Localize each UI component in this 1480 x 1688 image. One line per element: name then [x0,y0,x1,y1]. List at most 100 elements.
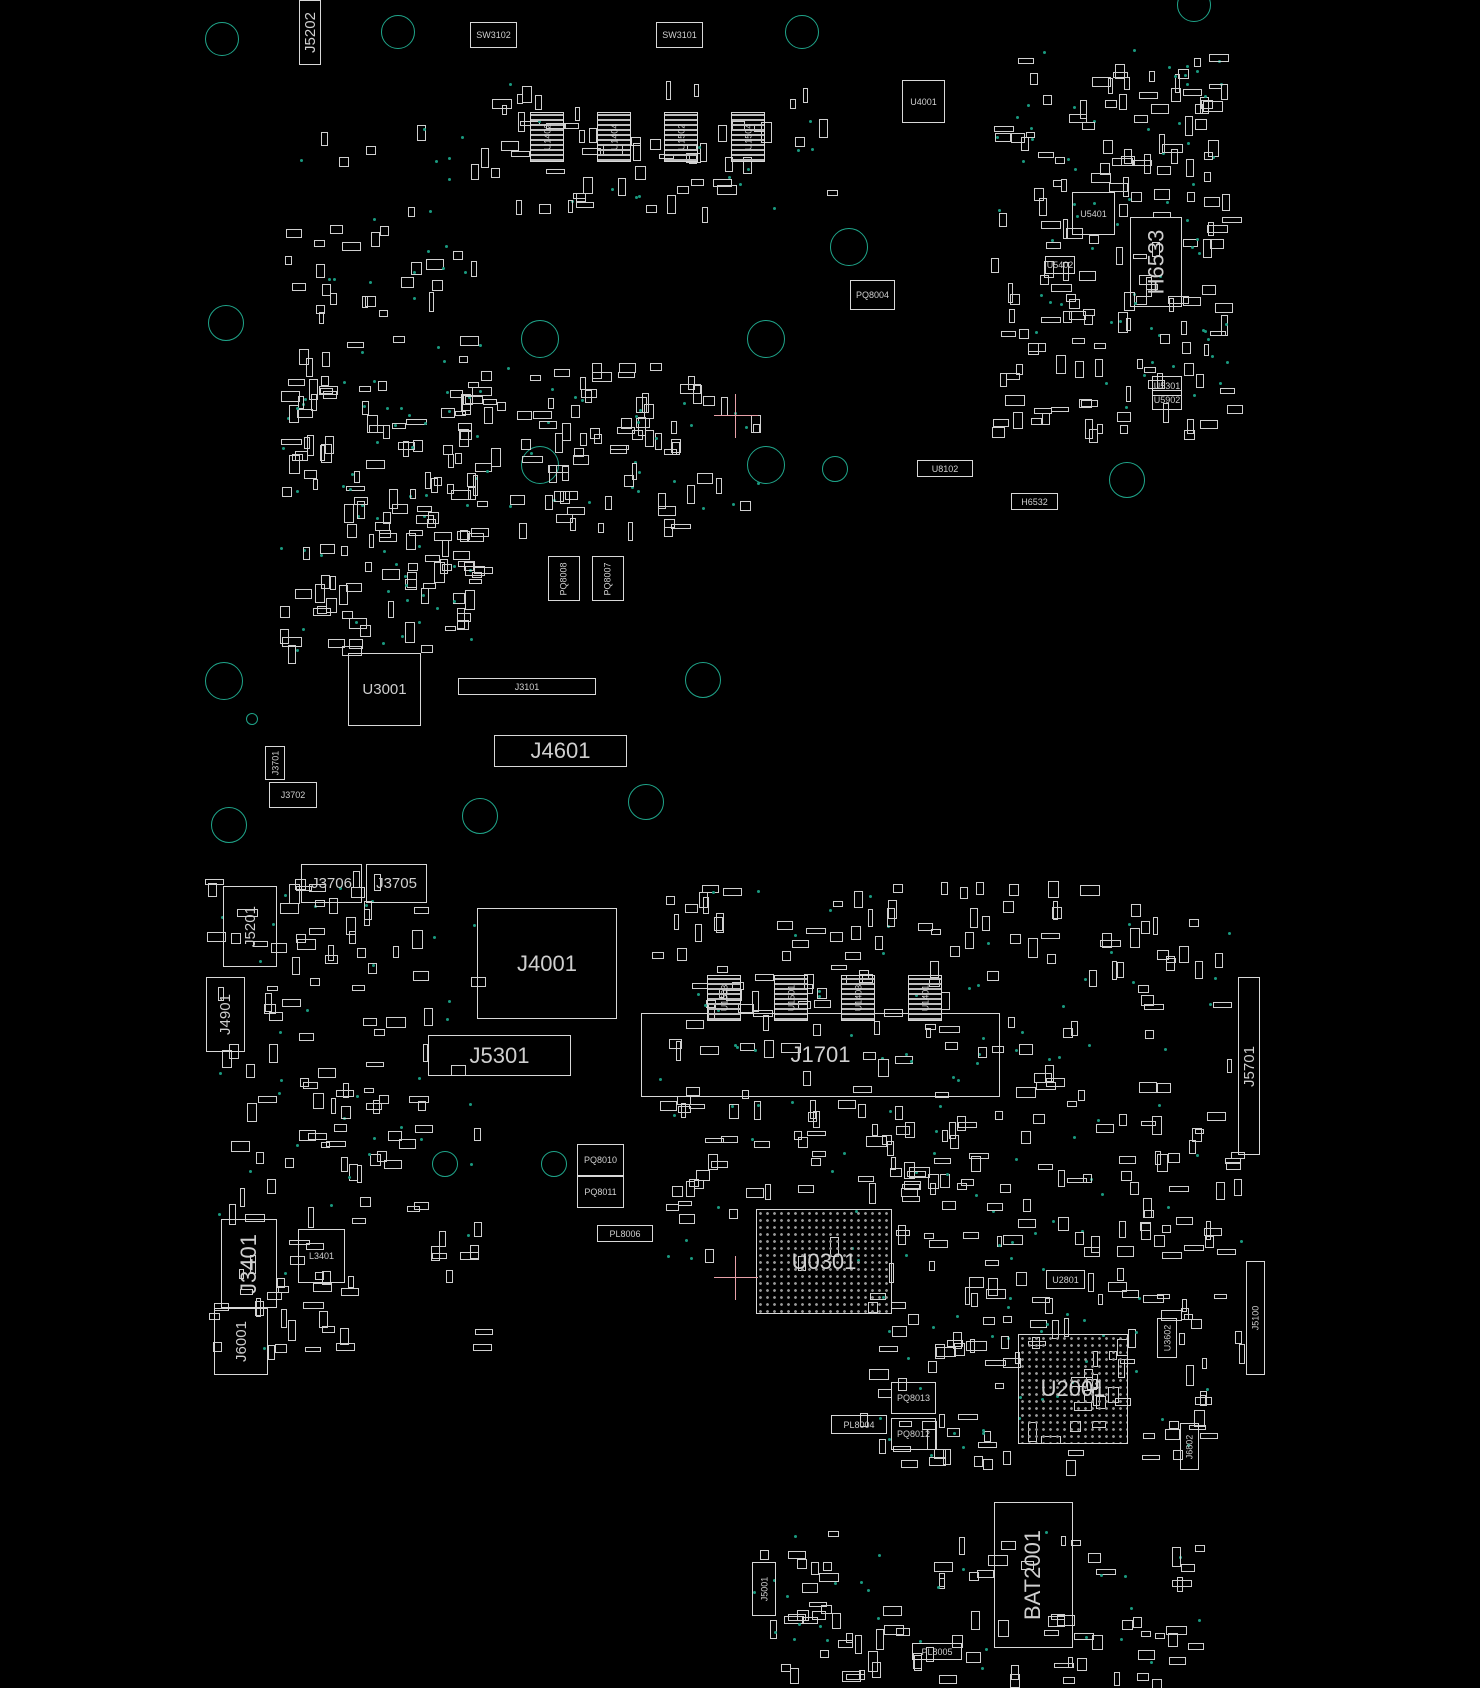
component-j3702[interactable]: J3702 [269,782,317,808]
smd-pad [850,925,861,940]
smd-pad [872,1662,882,1679]
component-u1403[interactable]: U1403 [841,975,875,1021]
smd-pad [299,1032,315,1042]
component-j5701[interactable]: J5701 [1238,977,1260,1155]
component-bat2001[interactable]: BAT2001 [994,1502,1073,1648]
via [1168,65,1172,69]
component-pq8010[interactable]: PQ8010 [577,1144,624,1176]
component-pl8004[interactable]: PL8004 [831,1415,887,1434]
smd-pad [933,1448,947,1459]
component-j4901[interactable]: J4901 [206,977,245,1052]
smd-pad [868,1651,879,1672]
component-pl8006[interactable]: PL8006 [597,1225,653,1242]
via [442,360,446,364]
component-u5401[interactable]: U5401 [1072,192,1115,235]
via [1014,1158,1018,1162]
component-u1404[interactable]: U1404 [597,112,631,162]
smd-pad [1095,358,1103,378]
smd-pad [1117,1246,1134,1258]
component-u3001[interactable]: U3001 [348,653,421,726]
component-sw3101[interactable]: SW3101 [656,22,703,48]
component-u3602[interactable]: U3602 [1157,1318,1177,1358]
component-j3701[interactable]: J3701 [265,746,285,780]
smd-pad [1129,927,1141,949]
smd-pad [362,1017,377,1027]
component-j3101[interactable]: J3101 [458,678,596,695]
component-j3401[interactable]: J3401 [221,1219,277,1308]
component-u1504[interactable]: U1504 [731,112,765,162]
component-u4001[interactable]: U4001 [902,80,945,123]
component-j5301[interactable]: J5301 [428,1035,571,1076]
component-j4001[interactable]: J4001 [477,908,617,1019]
component-designator: L3401 [308,1251,335,1261]
component-j1701[interactable]: J1701 [641,1013,1000,1097]
component-u5301[interactable]: U5301 [1152,376,1182,396]
mounting-hole [1109,462,1145,498]
component-designator: U1502 [676,123,686,151]
smd-pad [873,1021,881,1036]
component-j6001[interactable]: J6001 [214,1308,268,1375]
smd-pad [797,1184,814,1193]
smd-pad [1186,418,1194,434]
smd-pad [699,1046,719,1055]
component-u1502[interactable]: U1502 [664,112,698,162]
smd-pad [288,454,300,475]
via [1100,1192,1104,1196]
component-pq8004[interactable]: PQ8004 [850,280,895,310]
component-pq8011[interactable]: PQ8011 [577,1176,624,1208]
component-pq8007[interactable]: PQ8007 [592,556,624,601]
smd-pad [570,405,581,418]
component-h6532[interactable]: H6532 [1011,493,1058,510]
component-j6802[interactable]: J6802 [1180,1423,1199,1470]
component-u1503[interactable]: U1503 [707,975,741,1021]
component-u5902[interactable]: U5902 [1152,390,1182,410]
component-pl8005[interactable]: PL8005 [912,1643,962,1660]
smd-pad [1048,881,1059,899]
component-h6533[interactable]: H6533 [1130,217,1182,307]
component-u5402[interactable]: U5402 [1045,256,1075,274]
component-designator: PQ8008 [559,561,569,596]
smd-pad [985,1360,1006,1366]
component-j3706[interactable]: J3706 [301,864,362,903]
component-j5001[interactable]: J5001 [752,1562,776,1616]
component-pq8012[interactable]: PQ8012 [891,1418,936,1450]
smd-pad [246,1103,257,1122]
smd-pad [467,473,476,487]
smd-pad [426,518,437,529]
component-u2001[interactable]: U2001 [1018,1334,1128,1444]
component-sw3102[interactable]: SW3102 [470,22,517,48]
component-j5201[interactable]: J5201 [223,886,277,967]
component-l3401[interactable]: L3401 [298,1229,345,1283]
smd-pad [359,1196,371,1207]
via [634,461,638,465]
smd-pad [712,178,733,187]
component-u1402[interactable]: U1402 [530,112,564,162]
component-j4601[interactable]: J4601 [494,735,627,767]
smd-pad [285,1157,294,1168]
component-u1401[interactable]: U1401 [908,975,942,1021]
via [423,128,427,132]
component-j3705[interactable]: J3705 [366,864,427,903]
smd-pad [958,1414,979,1420]
component-j5100[interactable]: J5100 [1246,1261,1265,1375]
via [469,1102,473,1106]
smd-pad [1195,1129,1205,1135]
via [1048,300,1052,304]
smd-pad [686,1020,705,1029]
component-j5202[interactable]: J5202 [299,0,321,65]
component-u1501[interactable]: U1501 [774,975,808,1021]
smd-pad [829,932,843,943]
via [507,366,511,370]
component-pq8013[interactable]: PQ8013 [891,1382,936,1414]
component-u0301[interactable]: U0301 [756,1209,892,1314]
component-designator: U8102 [931,463,959,474]
smd-pad [1011,133,1025,143]
component-u8102[interactable]: U8102 [917,460,973,477]
component-pq8008[interactable]: PQ8008 [548,556,580,601]
smd-pad [323,390,338,400]
component-u2801[interactable]: U2801 [1046,1270,1085,1289]
smd-pad [754,1140,770,1149]
smd-pad [1021,1130,1031,1145]
via [859,1581,863,1585]
